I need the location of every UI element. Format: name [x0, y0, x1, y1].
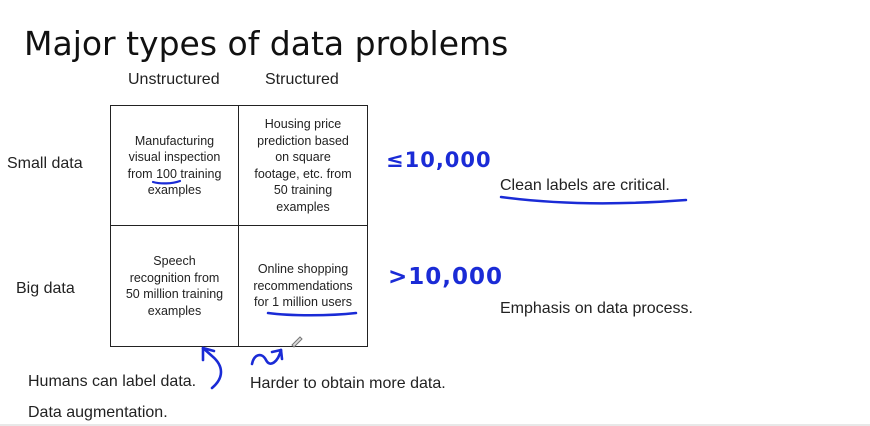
- handwritten-small-threshold: ≤10,000: [386, 148, 492, 172]
- row-label-big-data: Big data: [16, 280, 75, 297]
- cell-small-unstructured: Manufacturing visual inspection from 100…: [111, 106, 238, 225]
- cell-text-line: prediction based: [257, 133, 349, 148]
- cell-small-structured: Housing price prediction based on square…: [239, 106, 367, 225]
- cell-big-unstructured: Speech recognition from 50 million train…: [111, 226, 238, 346]
- cell-text-line: recognition from: [129, 270, 220, 285]
- cell-text-line: recommendations: [253, 278, 353, 293]
- arrowhead-humans: [201, 346, 216, 362]
- column-header-structured: Structured: [265, 71, 339, 88]
- column-header-unstructured: Unstructured: [128, 71, 220, 88]
- cell-text-line: Speech: [153, 254, 196, 268]
- note-data-augmentation: Data augmentation.: [28, 404, 168, 421]
- cell-text-line: examples: [276, 199, 330, 214]
- cell-text-line: Housing price: [264, 117, 342, 131]
- cell-text-line: from 100 training: [127, 166, 222, 181]
- slide-title: Major types of data problems: [24, 24, 509, 63]
- cell-text-line: examples: [147, 303, 202, 318]
- arrowhead-harder: [270, 348, 284, 361]
- note-clean-labels: Clean labels are critical.: [500, 177, 670, 194]
- note-harder-to-obtain: Harder to obtain more data.: [250, 375, 446, 392]
- grid-horizontal-divider: [110, 225, 368, 226]
- curved-arrow-humans: [201, 346, 223, 390]
- squiggle-arrow-harder: [250, 348, 283, 366]
- cell-text-line: Online shopping: [257, 262, 349, 277]
- cell-big-structured: Online shopping recommendations for 1 mi…: [239, 226, 367, 346]
- row-label-small-data: Small data: [7, 155, 83, 172]
- note-data-process: Emphasis on data process.: [500, 300, 693, 317]
- underline-clean-labels-stroke: [499, 195, 688, 205]
- note-humans-label: Humans can label data.: [28, 373, 197, 390]
- cell-text-line: examples: [147, 183, 202, 197]
- bottom-divider: [0, 424, 870, 426]
- data-types-grid: [110, 105, 368, 347]
- grid-vertical-divider: [238, 105, 239, 347]
- cell-text-line: 50 training: [273, 183, 333, 197]
- cell-text-line: for 1 million users: [254, 295, 352, 310]
- cell-text-line: on square: [275, 150, 331, 164]
- cell-text-line: Manufacturing: [134, 133, 215, 148]
- cell-text-line: footage, etc. from: [254, 166, 352, 181]
- cell-text-line: 50 million training: [125, 287, 224, 301]
- handwritten-big-threshold: >10,000: [388, 264, 504, 290]
- cell-text-line: visual inspection: [128, 150, 221, 164]
